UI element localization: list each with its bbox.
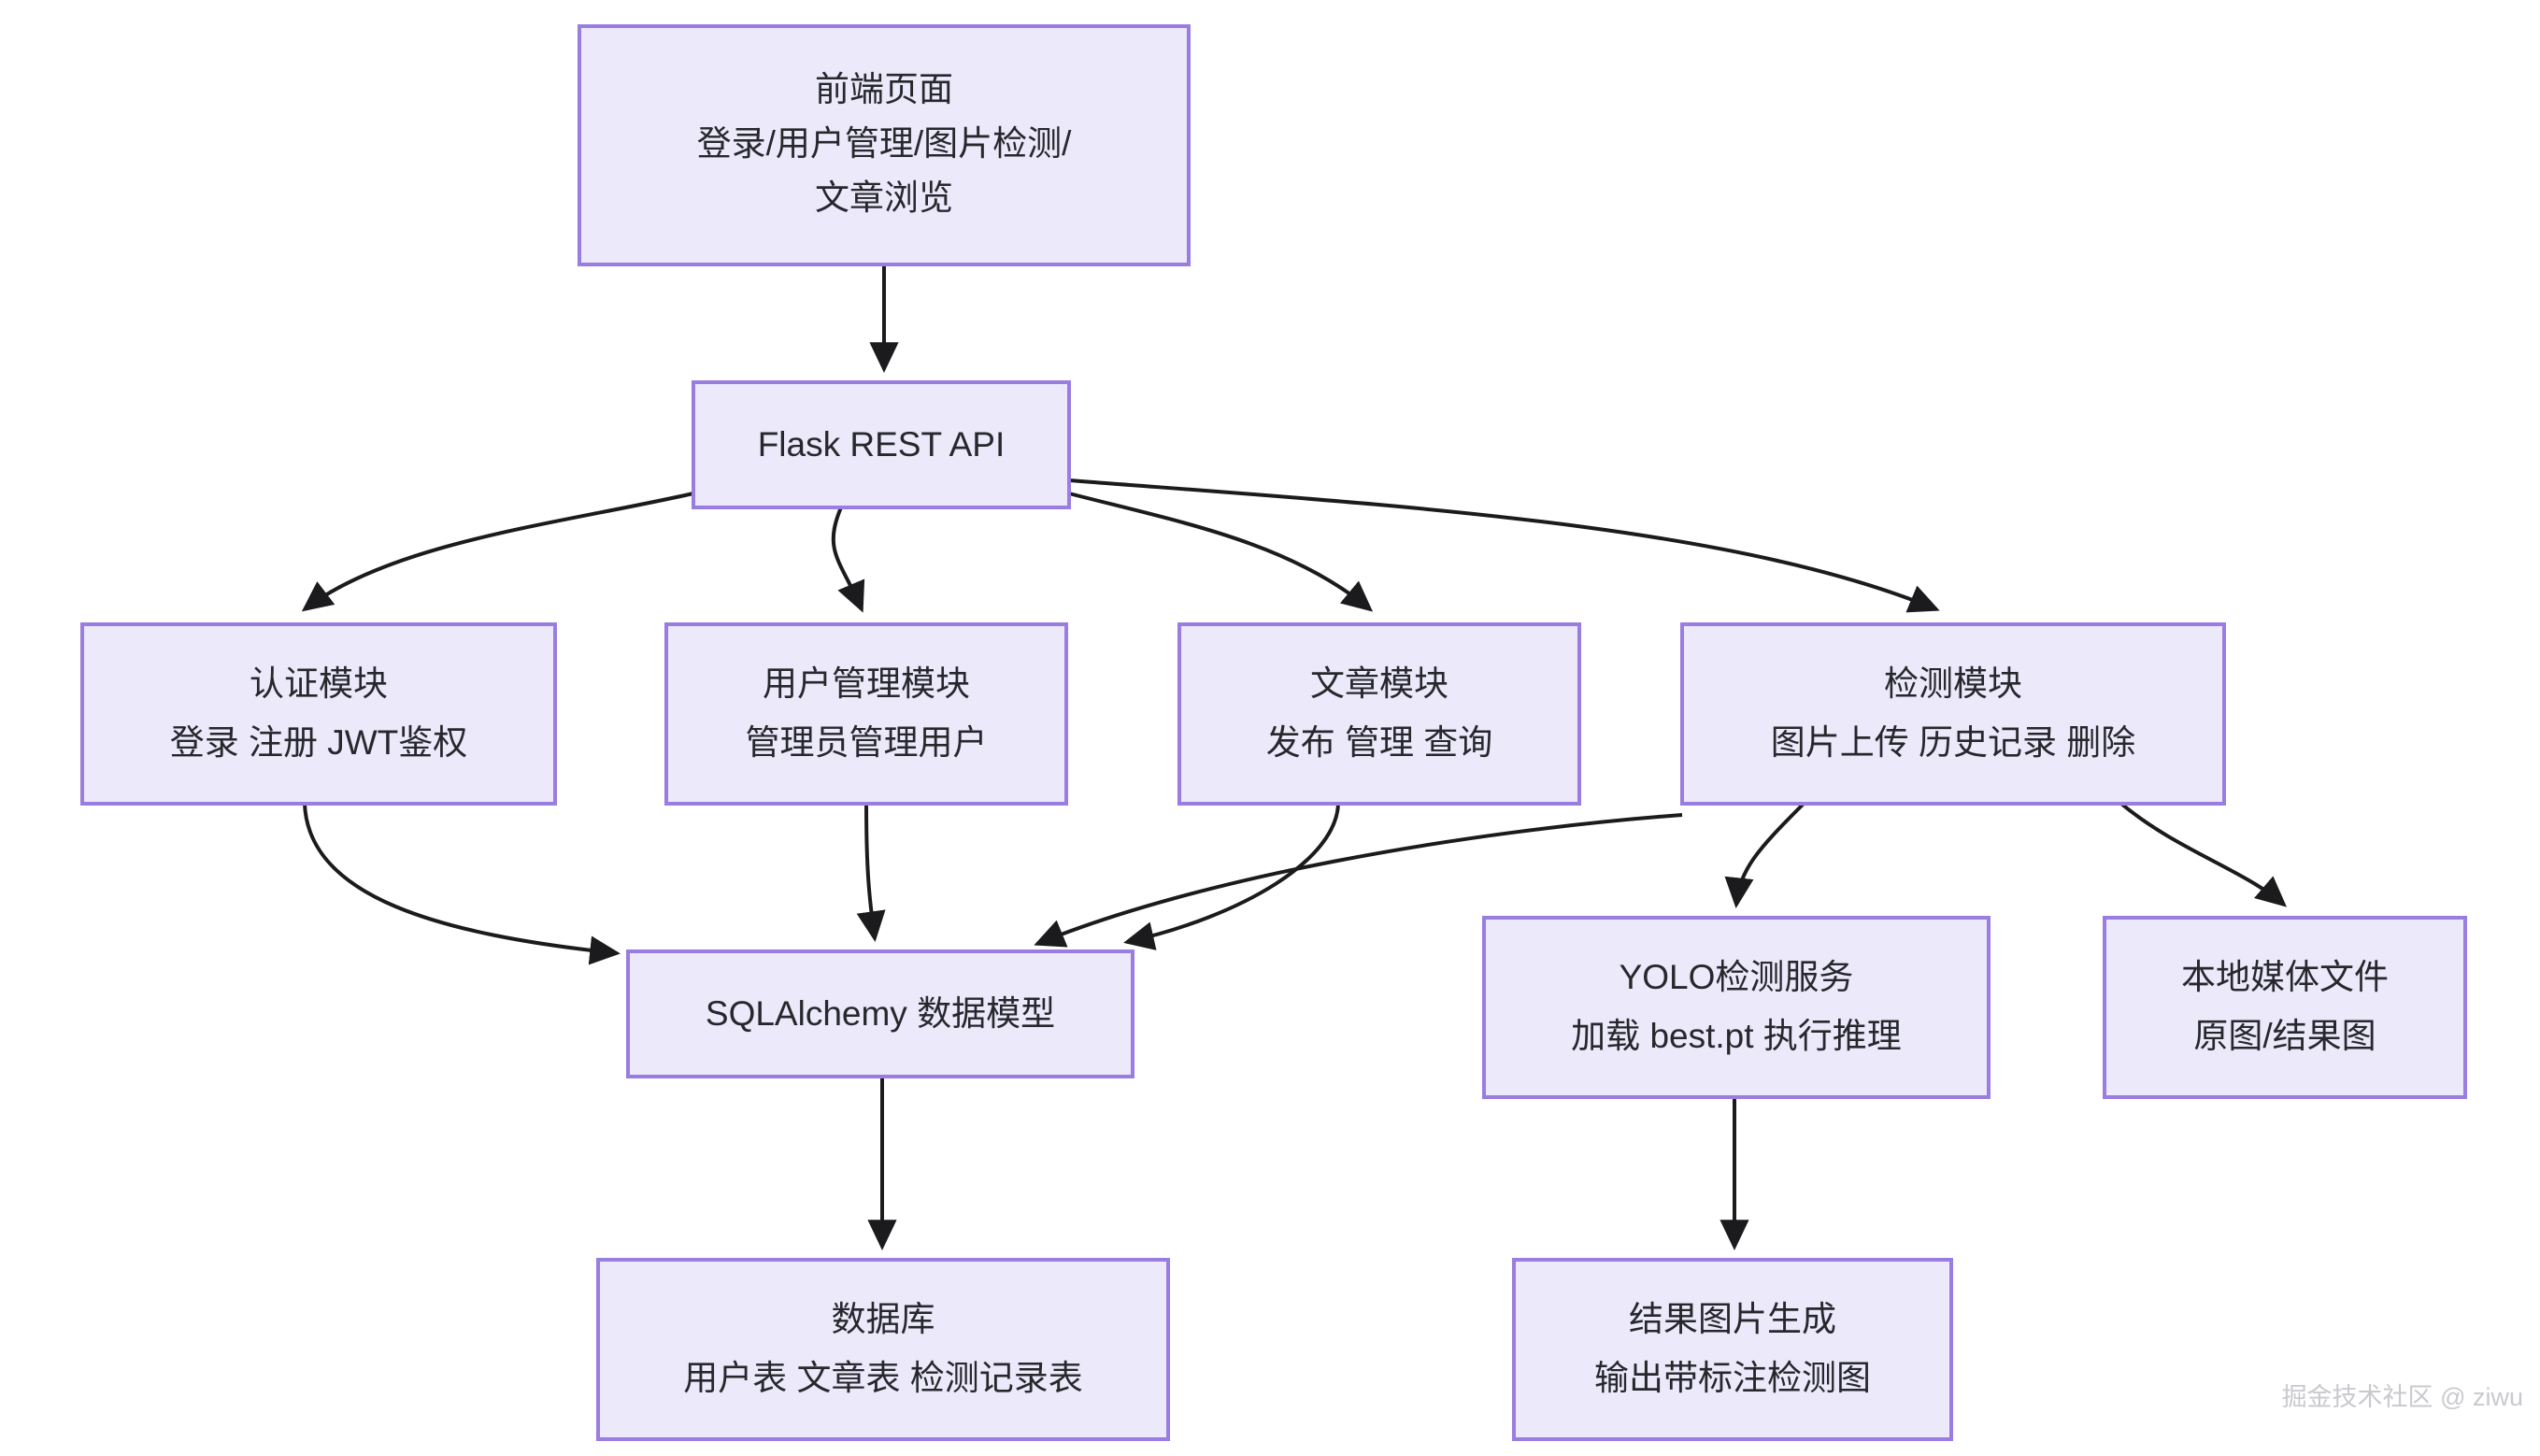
node-result-image-line-2: 输出带标注检测图 [1594,1359,1871,1397]
node-auth-module[interactable]: 认证模块 登录 注册 JWT鉴权 [80,622,557,806]
node-yolo-service-line-2: 加载 best.pt 执行推理 [1571,1017,1902,1055]
node-article-module-line-1: 文章模块 [1310,664,1448,703]
node-frontend-line-3: 文章浏览 [815,178,953,217]
edge-flask-to-article [1068,492,1374,612]
node-auth-module-line-2: 登录 注册 JWT鉴权 [170,723,468,762]
edge-detect-to-yolo [1724,802,1805,908]
node-article-module[interactable]: 文章模块 发布 管理 查询 [1177,622,1581,806]
node-user-module-line-2: 管理员管理用户 [746,723,988,762]
node-frontend[interactable]: 前端页面 登录/用户管理/图片检测/ 文章浏览 [578,24,1191,266]
node-sqlalchemy-box[interactable] [626,949,1134,1078]
node-frontend-line-2: 登录/用户管理/图片检测/ [697,124,1073,163]
node-user-module-line-1: 用户管理模块 [763,664,970,703]
node-sqlalchemy[interactable]: SQLAlchemy 数据模型 [626,949,1134,1078]
node-yolo-service[interactable]: YOLO检测服务 加载 best.pt 执行推理 [1482,916,1991,1099]
edge-user-to-sqlalchemy [856,803,886,942]
node-database[interactable]: 数据库 用户表 文章表 检测记录表 [596,1258,1170,1441]
node-flask-api[interactable]: Flask REST API [692,380,1071,509]
node-detect-module-line-2: 图片上传 历史记录 删除 [1771,723,2136,762]
edge-layer [301,264,2288,1251]
node-detect-module-box[interactable] [1680,622,2226,806]
node-detect-module[interactable]: 检测模块 图片上传 历史记录 删除 [1680,622,2226,806]
node-result-image-box[interactable] [1512,1258,1953,1441]
node-local-media[interactable]: 本地媒体文件 原图/结果图 [2103,916,2467,1099]
node-sqlalchemy-line-1: SQLAlchemy 数据模型 [706,994,1055,1033]
node-frontend-line-1: 前端页面 [815,70,953,108]
node-local-media-line-1: 本地媒体文件 [2181,958,2389,996]
node-local-media-box[interactable] [2103,916,2467,1099]
node-flask-api-line-1: Flask REST API [758,425,1006,464]
watermark-label: 掘金技术社区 @ ziwu [2282,1383,2523,1411]
edge-article-to-sqlalchemy [1123,803,1340,950]
node-yolo-service-box[interactable] [1482,916,1991,1099]
node-user-module-box[interactable] [664,622,1068,806]
edge-detect-to-sqlalchemy [1034,813,1683,948]
node-detect-module-line-1: 检测模块 [1884,664,2022,703]
node-database-line-2: 用户表 文章表 检测记录表 [683,1359,1083,1397]
node-user-module[interactable]: 用户管理模块 管理员管理用户 [664,622,1068,806]
node-frontend-box[interactable] [578,24,1191,266]
node-result-image-line-1: 结果图片生成 [1629,1300,1836,1338]
edge-flask-to-detect [1068,478,1940,613]
node-yolo-service-line-1: YOLO检测服务 [1620,958,1854,996]
edge-flask-to-user [831,507,865,613]
node-auth-module-box[interactable] [80,622,557,806]
node-result-image[interactable]: 结果图片生成 输出带标注检测图 [1512,1258,1953,1441]
node-auth-module-line-1: 认证模块 [250,664,388,703]
node-database-line-1: 数据库 [832,1300,935,1338]
node-flask-api-box[interactable] [692,380,1071,509]
edge-auth-to-sqlalchemy [303,803,621,965]
node-database-box[interactable] [596,1258,1170,1441]
edge-detect-to-media [2119,802,2288,907]
edge-flask-to-auth [301,492,694,612]
node-layer: 前端页面 登录/用户管理/图片检测/ 文章浏览 Flask REST API 认… [80,24,2467,1441]
node-article-module-line-2: 发布 管理 查询 [1266,723,1493,762]
node-local-media-line-2: 原图/结果图 [2193,1017,2376,1055]
node-article-module-box[interactable] [1177,622,1581,806]
